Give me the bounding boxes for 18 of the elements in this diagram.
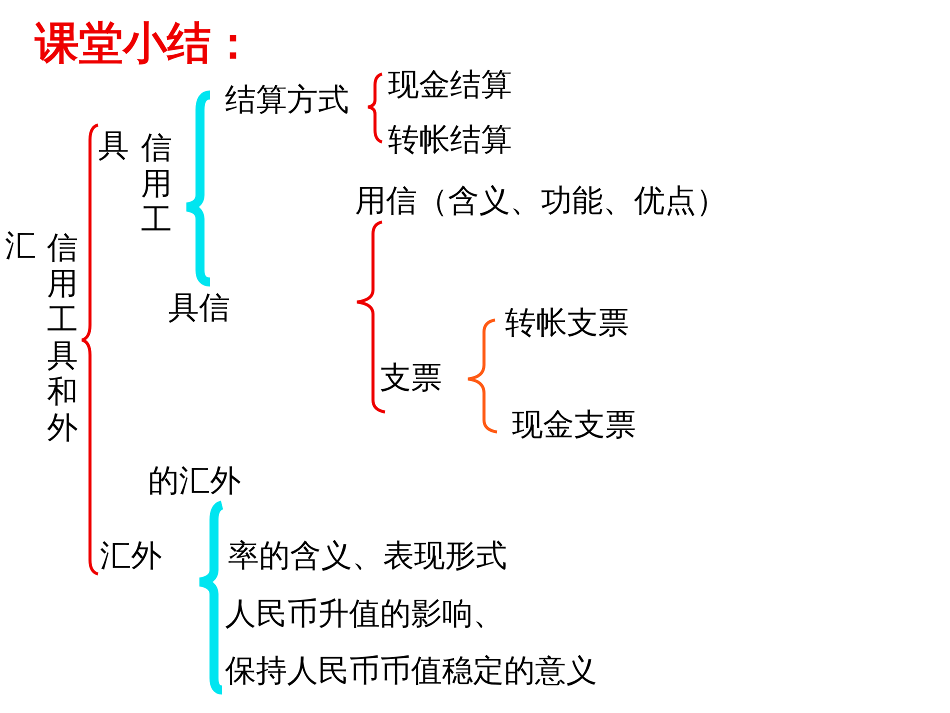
label-text: 具 xyxy=(98,128,129,164)
label-text: 转帐结算 xyxy=(388,122,512,158)
title: 课堂小结： xyxy=(35,18,255,70)
label-text: 人民币升值的影响、 xyxy=(225,596,504,632)
label-text: 支票 xyxy=(380,360,442,396)
label-text: 用信（含义、功能、优点） xyxy=(355,183,727,219)
label-text: 结算方式 xyxy=(225,82,349,118)
label-text: 保持人民币币值稳定的意义 xyxy=(225,653,597,689)
label-text: 率的含义、表现形式 xyxy=(228,538,507,574)
label-text: 具信 xyxy=(168,290,230,326)
label-text: 信用工具和外 xyxy=(47,230,79,446)
label-text: 汇外 xyxy=(100,538,162,574)
label-text: 现金结算 xyxy=(388,67,512,103)
label-text: 汇 xyxy=(5,228,36,264)
label-text: 转帐支票 xyxy=(505,305,629,341)
label-text: 现金支票 xyxy=(512,407,636,443)
label-text: 的汇外 xyxy=(148,463,241,499)
label-text: 信用工 xyxy=(141,130,173,238)
